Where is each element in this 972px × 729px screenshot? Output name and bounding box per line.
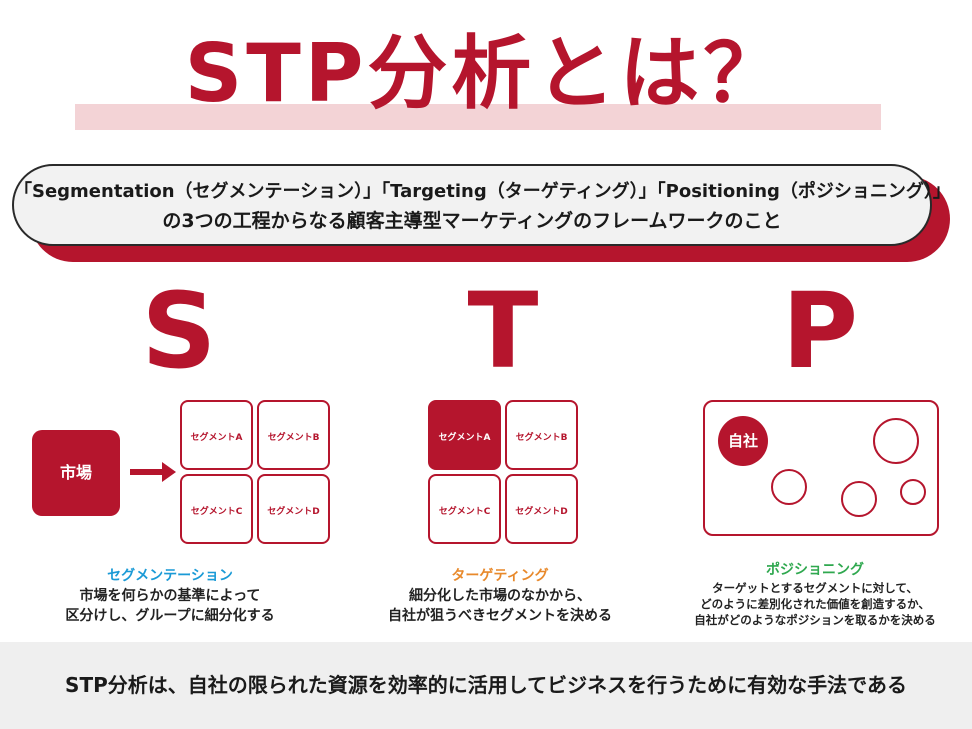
positioning-caption: ポジショニング ターゲットとするセグメントに対して、 どのように差別化された価値… <box>660 560 970 628</box>
market-box: 市場 <box>32 430 120 516</box>
targeting-segment-b: セグメントB <box>505 400 578 470</box>
targeting-segment-a-selected: セグメントA <box>428 400 501 470</box>
letter-s: S <box>141 270 217 392</box>
definition-line-2: の3つの工程からなる顧客主導型マーケティングのフレームワークのこと <box>162 210 782 232</box>
segmentation-heading: セグメンテーション <box>107 568 233 584</box>
segmentation-segment-c: セグメントC <box>180 474 253 544</box>
segmentation-desc-2: 区分けし、グループに細分化する <box>65 608 275 624</box>
page-title: STP分析とは？ <box>184 27 788 120</box>
self-company-circle: 自社 <box>718 416 768 466</box>
definition-bubble: 「Segmentation（セグメンテーション）」「Targeting（ターゲテ… <box>12 164 951 246</box>
arrow-right-icon <box>162 462 176 482</box>
positioning-desc-2: どのように差別化された価値を創造するか、 <box>700 597 930 611</box>
segmentation-segment-a: セグメントA <box>180 400 253 470</box>
targeting-caption: ターゲティング 細分化した市場のなかから、 自社が狙うべきセグメントを決める <box>350 566 650 626</box>
competitor-circle-small <box>900 479 926 505</box>
letter-t: T <box>467 270 539 392</box>
segmentation-segment-d: セグメントD <box>257 474 330 544</box>
targeting-desc-2: 自社が狙うべきセグメントを決める <box>388 608 612 624</box>
competitor-circle-2 <box>841 481 877 517</box>
segmentation-desc-1: 市場を何らかの基準によって <box>79 588 261 604</box>
segmentation-segment-b: セグメントB <box>257 400 330 470</box>
positioning-desc-1: ターゲットとするセグメントに対して、 <box>712 581 918 595</box>
definition-line-1: 「Segmentation（セグメンテーション）」「Targeting（ターゲテ… <box>14 181 951 202</box>
competitor-circle-1 <box>771 469 807 505</box>
targeting-desc-1: 細分化した市場のなかから、 <box>409 588 591 604</box>
footer-band <box>0 642 972 729</box>
targeting-heading: ターゲティング <box>451 568 549 584</box>
segmentation-caption: セグメンテーション 市場を何らかの基準によって 区分けし、グループに細分化する <box>20 566 320 626</box>
arrow-shaft <box>130 469 164 475</box>
title-highlight <box>75 104 881 130</box>
footer-summary: STP分析は、自社の限られた資源を効率的に活用してビジネスを行うために有効な手法… <box>65 673 907 697</box>
letter-p: P <box>781 270 859 392</box>
competitor-circle-large <box>873 418 919 464</box>
targeting-segment-c: セグメントC <box>428 474 501 544</box>
positioning-heading: ポジショニング <box>766 562 864 578</box>
targeting-segment-d: セグメントD <box>505 474 578 544</box>
positioning-desc-3: 自社がどのようなポジションを取るかを決める <box>694 613 936 627</box>
